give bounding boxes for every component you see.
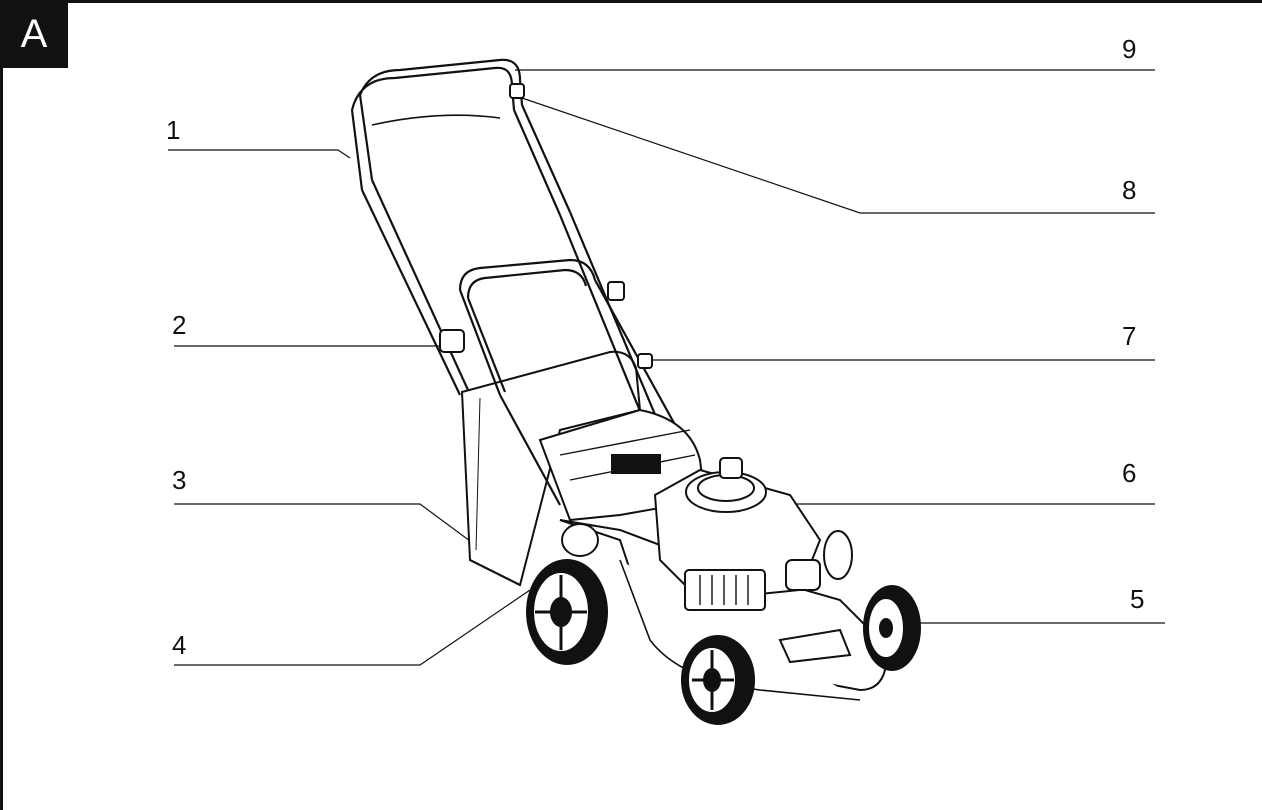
callout-8: 8: [1122, 175, 1137, 205]
callout-9: 9: [1122, 34, 1137, 64]
handle-knobs: [439, 83, 653, 369]
upper-handle: [350, 58, 572, 396]
engine: [653, 457, 853, 611]
front-wheel-left: [681, 635, 755, 725]
callout-4: 4: [172, 630, 187, 660]
callout-6: 6: [1122, 458, 1137, 488]
rear-wheel: [526, 523, 608, 665]
callout-1: 1: [166, 115, 181, 145]
leader-line-4: [174, 589, 531, 666]
front-wheel-right: [863, 585, 921, 671]
callout-7: 7: [1122, 321, 1137, 351]
panel-label: A: [0, 0, 68, 68]
leader-line-1: [168, 149, 351, 159]
callout-3: 3: [172, 465, 187, 495]
leader-line-8: [521, 97, 1155, 214]
callout-2: 2: [172, 310, 187, 340]
callout-5: 5: [1130, 584, 1145, 614]
